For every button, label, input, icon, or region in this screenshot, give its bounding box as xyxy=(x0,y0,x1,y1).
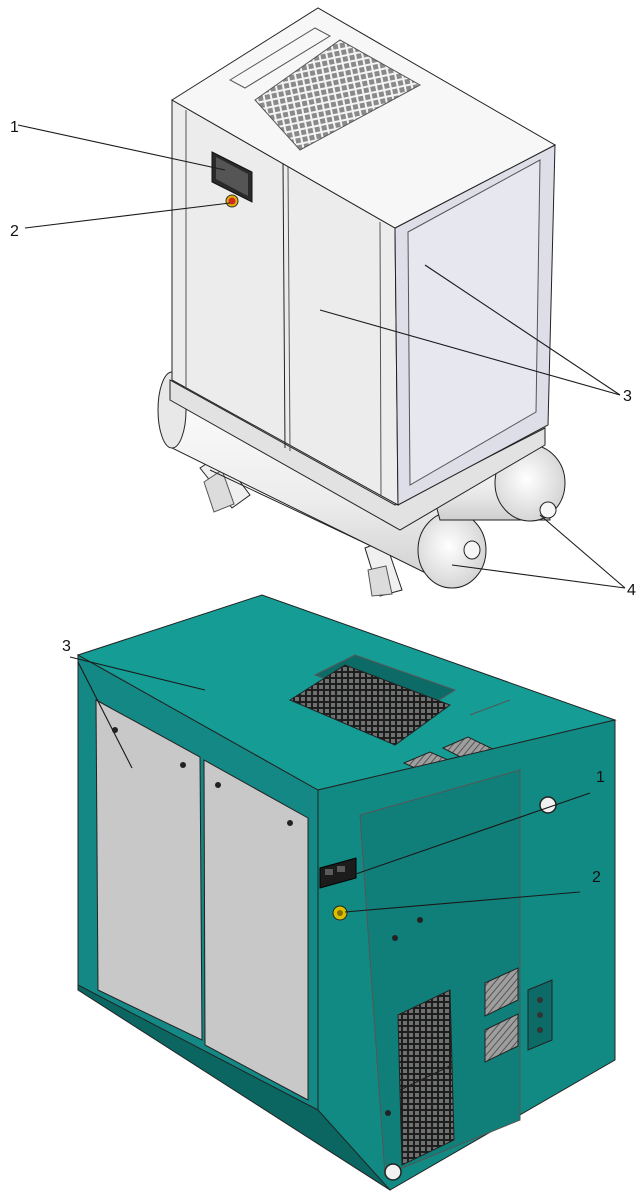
emergency-stop-button xyxy=(225,194,239,208)
controller-display-teal xyxy=(319,857,357,889)
teal-compressor-figure: 3 1 2 xyxy=(62,594,617,1191)
top-callout-4: 4 xyxy=(627,582,636,599)
cabinet-base-frame xyxy=(169,379,546,531)
top-vent-grille-teal xyxy=(288,664,452,746)
bottom-callout-1: 1 xyxy=(596,769,605,786)
top-callout-3: 3 xyxy=(623,388,632,405)
top-vent-grille xyxy=(254,39,422,151)
bottom-callout-2: 2 xyxy=(592,869,601,886)
side-louvers xyxy=(397,967,553,1166)
top-callout-1: 1 xyxy=(10,119,19,136)
emergency-stop-button-teal xyxy=(332,905,348,921)
cabinet-top xyxy=(171,7,557,229)
top-callout-2: 2 xyxy=(10,223,19,240)
cabinet-compressor-figure: 1 2 3 4 xyxy=(10,7,636,599)
bottom-callout-3: 3 xyxy=(62,638,71,655)
control-display xyxy=(211,151,253,203)
